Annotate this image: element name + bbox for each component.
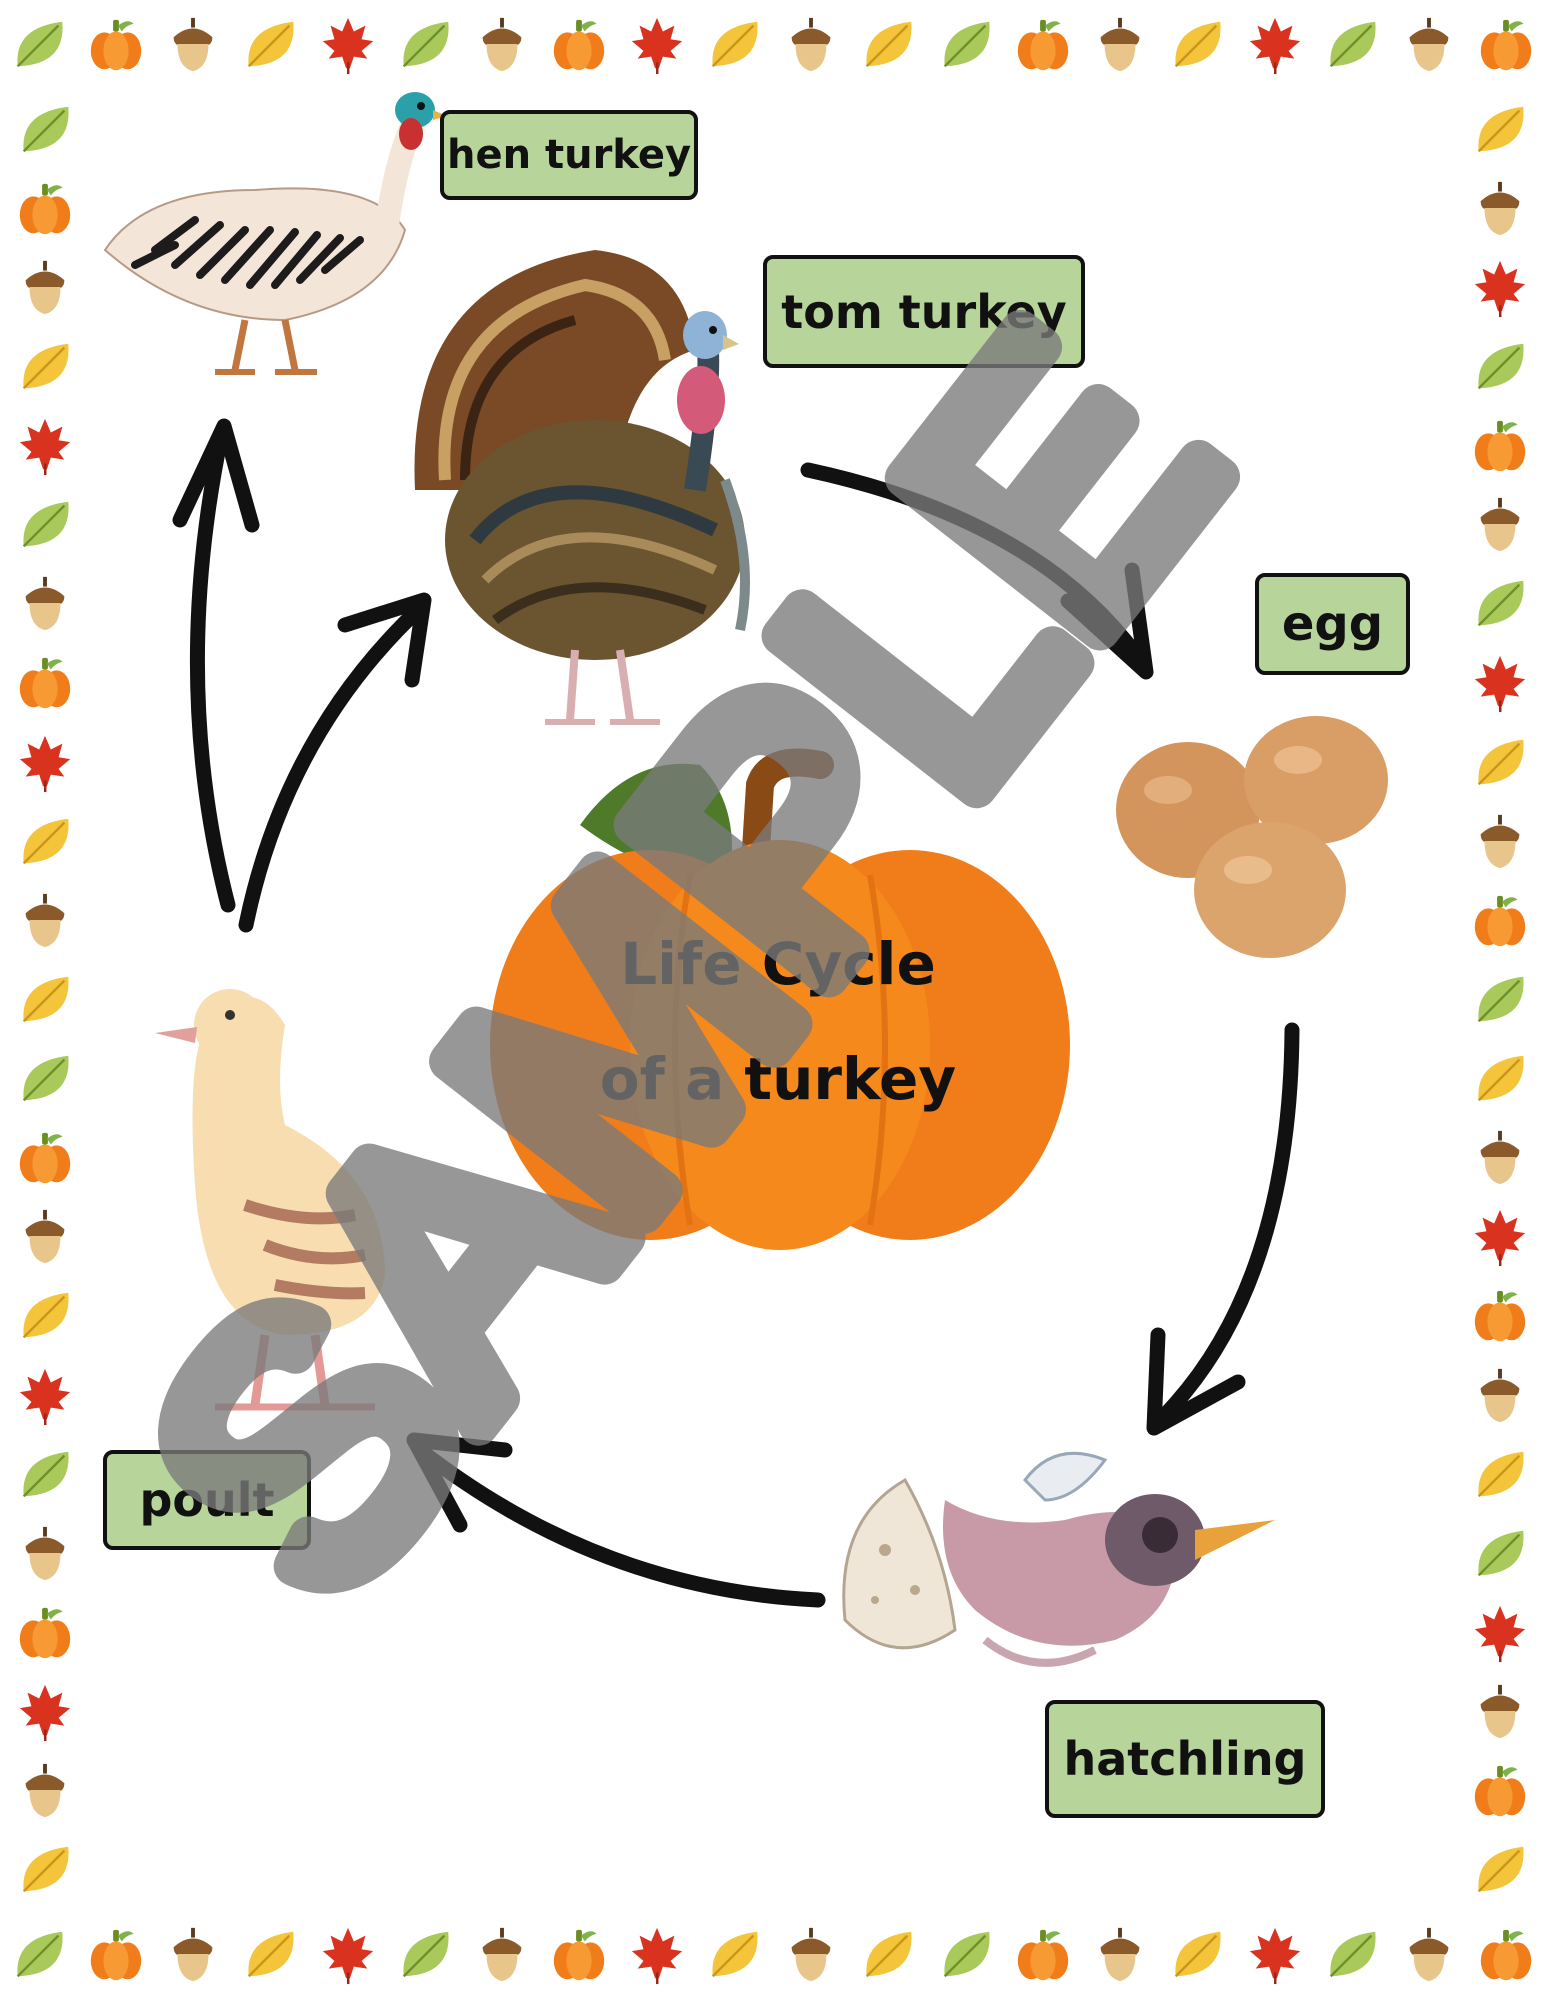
arrow-poult-to-tom (238, 592, 432, 933)
egg-image (1116, 716, 1388, 958)
label-hen-turkey: hen turkey (440, 110, 698, 200)
label-tom-turkey: tom turkey (763, 255, 1085, 368)
label-poult: poult (103, 1450, 311, 1550)
arrow-egg-to-hatchling (1146, 1022, 1300, 1436)
arrow-poult-to-hen (172, 418, 260, 913)
arrow-tom-to-egg (800, 462, 1154, 680)
title-line-1: Life Cycle (620, 930, 936, 998)
tom-turkey-image (414, 250, 750, 725)
hen-turkey-image (103, 92, 445, 375)
label-hatchling: hatchling (1045, 1700, 1325, 1818)
hatchling-image (842, 1451, 1275, 1667)
label-egg: egg (1255, 573, 1410, 675)
arrow-hatchling-to-poult (406, 1432, 826, 1608)
center-pumpkin-image (490, 748, 1070, 1250)
title-line-2: of a turkey (599, 1045, 957, 1113)
poult-image (155, 989, 385, 1411)
